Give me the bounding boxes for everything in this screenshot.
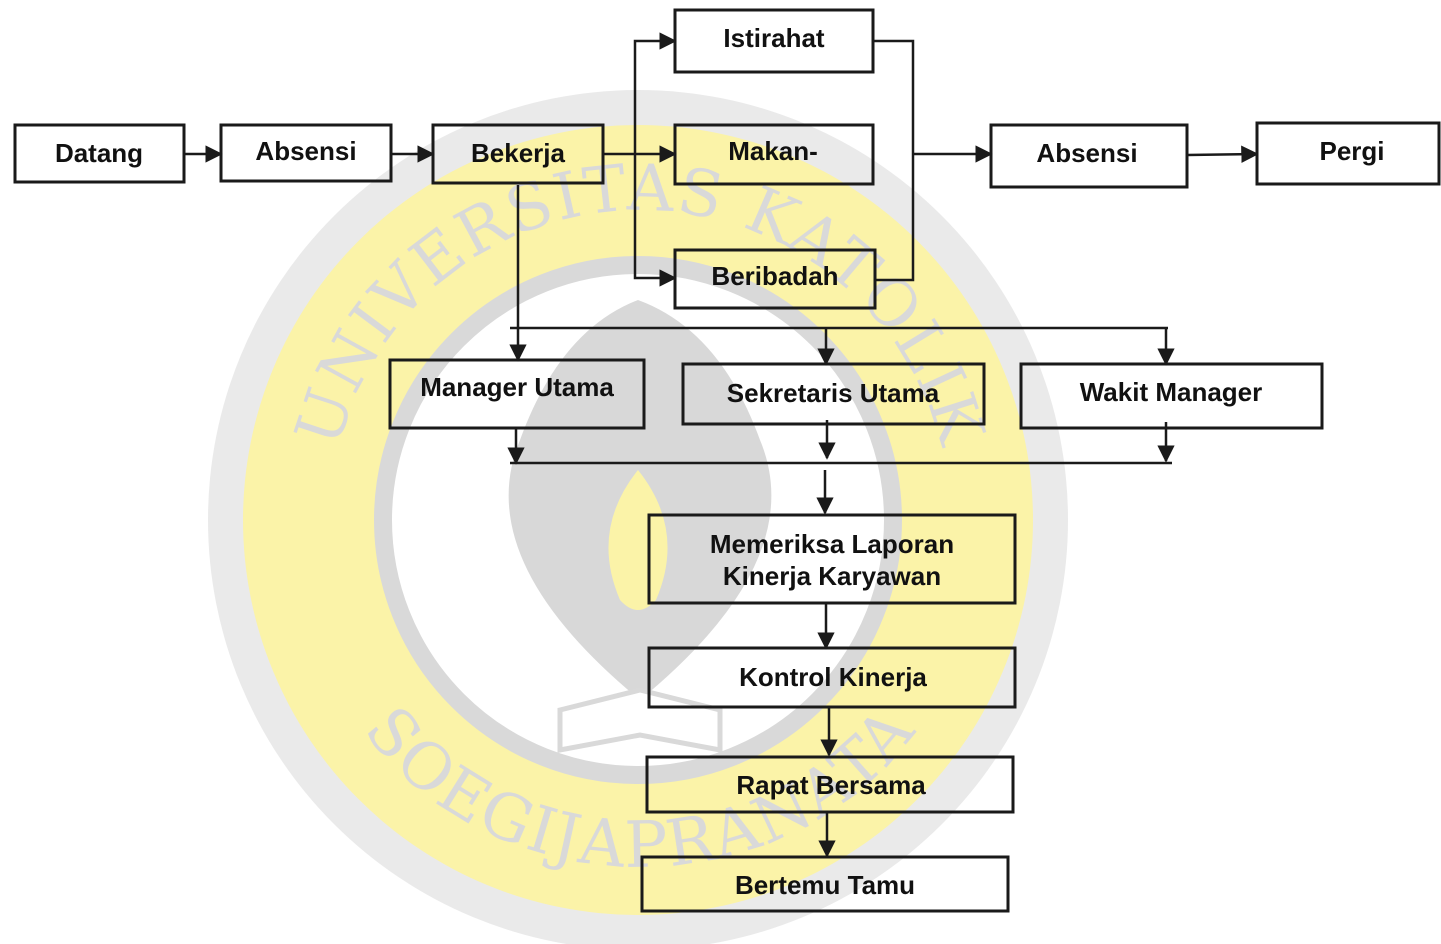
node-absensi-out-box — [989, 123, 1189, 189]
university-seal-watermark: UNIVERSITAS KATOLIK SOEGIJAPRANATA — [208, 90, 1068, 944]
node-pergi-box — [1255, 121, 1441, 186]
node-memeriksa-laporan-box — [647, 513, 1017, 605]
node-bertemu-tamu-box — [640, 855, 1010, 913]
node-rapat-bersama-box — [645, 755, 1015, 814]
node-bekerja: Bekerja — [431, 123, 605, 185]
node-kontrol-kinerja: Kontrol Kinerja — [647, 646, 1017, 709]
node-bertemu-tamu: Bertemu Tamu — [640, 855, 1010, 913]
node-istirahat: Istirahat — [673, 8, 875, 74]
node-makan-box — [673, 123, 875, 186]
node-istirahat-label: Istirahat — [723, 23, 824, 53]
node-kontrol-kinerja-box — [647, 646, 1017, 709]
node-bekerja-box — [431, 123, 605, 185]
node-memeriksa-laporan-label-line1: Memeriksa Laporan — [710, 529, 954, 559]
node-memeriksa-laporan: Memeriksa Laporan Kinerja Karyawan — [647, 513, 1017, 605]
node-sekretaris-utama-label: Sekretaris Utama — [727, 378, 940, 408]
node-manager-utama: Manager Utama — [388, 358, 646, 430]
node-beribadah-box — [673, 248, 877, 310]
node-beribadah-label: Beribadah — [711, 261, 838, 291]
node-manager-utama-box — [388, 358, 646, 430]
node-wakil-manager: Wakit Manager — [1019, 362, 1324, 430]
node-kontrol-kinerja-label: Kontrol Kinerja — [739, 662, 927, 692]
line-istirahat-merge — [873, 39, 915, 154]
node-bekerja-label: Bekerja — [471, 138, 565, 168]
node-makan-label: Makan- — [728, 136, 818, 166]
node-pergi-label: Pergi — [1319, 136, 1384, 166]
seal-book-emblem — [557, 687, 723, 754]
node-pergi: Pergi — [1255, 121, 1441, 186]
node-wakil-manager-label: Wakit Manager — [1080, 377, 1263, 407]
node-rapat-bersama: Rapat Bersama — [645, 755, 1015, 814]
node-datang-box — [13, 123, 186, 184]
node-makan: Makan- — [673, 123, 875, 186]
line-beribadah-merge — [875, 154, 915, 282]
nodes: Datang Absensi Bekerja Istirahat Makan- … — [13, 8, 1441, 913]
node-absensi-in: Absensi — [219, 123, 393, 183]
arrow-bekerja-to-istirahat — [633, 32, 677, 154]
arrow-bekerja-to-beribadah — [633, 154, 677, 287]
node-rapat-bersama-label: Rapat Bersama — [736, 770, 926, 800]
node-beribadah: Beribadah — [673, 248, 877, 310]
node-istirahat-box — [673, 8, 875, 74]
node-datang: Datang — [13, 123, 186, 184]
node-wakil-manager-box — [1019, 362, 1324, 430]
node-sekretaris-utama: Sekretaris Utama — [681, 362, 986, 426]
node-datang-label: Datang — [55, 138, 143, 168]
node-bertemu-tamu-label: Bertemu Tamu — [735, 870, 915, 900]
node-absensi-out-label: Absensi — [1036, 138, 1137, 168]
arrow-absensi-to-pergi — [1186, 145, 1259, 163]
node-memeriksa-laporan-label-line2: Kinerja Karyawan — [723, 561, 941, 591]
node-manager-utama-label: Manager Utama — [420, 372, 614, 402]
node-absensi-out: Absensi — [989, 123, 1189, 189]
connectors — [184, 32, 1259, 858]
node-sekretaris-utama-box — [681, 362, 986, 426]
node-absensi-in-label: Absensi — [255, 136, 356, 166]
node-absensi-in-box — [219, 123, 393, 183]
seal-flame-emblem — [608, 470, 668, 610]
